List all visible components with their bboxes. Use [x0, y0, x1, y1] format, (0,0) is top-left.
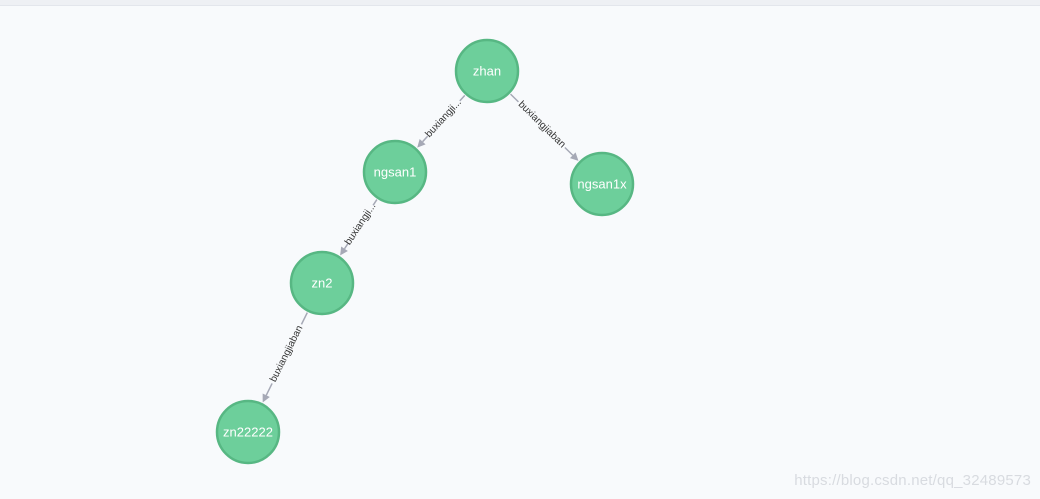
node-zn2[interactable]: zn2	[289, 250, 355, 316]
node-zn22222[interactable]: zn22222	[215, 399, 281, 465]
top-bar	[0, 0, 1040, 6]
edge-zhan-ngsan1[interactable]: buxiangji...	[417, 94, 466, 148]
watermark: https://blog.csdn.net/qq_32489573	[794, 472, 1031, 489]
edge-label: buxiangjiaban	[516, 99, 568, 150]
edge-line	[564, 146, 574, 156]
node-label: zn2	[312, 276, 333, 291]
node-zhan[interactable]: zhan	[454, 38, 520, 104]
edge-ngsan1-zn2[interactable]: buxiangji...	[340, 199, 378, 256]
edge-label: buxiangjiaban	[268, 324, 305, 384]
edge-line	[265, 383, 273, 396]
node-label: ngsan1x	[577, 177, 627, 192]
node-label: zn22222	[223, 425, 273, 440]
edge-label: buxiangji...	[343, 201, 378, 247]
node-circle[interactable]	[215, 399, 281, 465]
edge-line	[459, 94, 466, 102]
edge-arrowhead	[340, 246, 348, 256]
edge-zhan-ngsan1x[interactable]: buxiangjiaban	[510, 93, 579, 161]
edge-label: buxiangji...	[424, 97, 464, 140]
edge-line	[422, 135, 429, 143]
node-circle[interactable]	[362, 139, 428, 205]
node-circle[interactable]	[454, 38, 520, 104]
edge-arrowhead	[569, 152, 579, 161]
edges-layer: buxiangji... buxiangjiaban buxiangji... bux…	[262, 93, 579, 403]
edge-line	[343, 242, 349, 250]
edge-arrowhead	[417, 138, 426, 148]
node-ngsan1[interactable]: ngsan1	[362, 139, 428, 205]
node-circle[interactable]	[289, 250, 355, 316]
edge-line	[372, 199, 378, 206]
node-label: zhan	[473, 64, 501, 79]
node-label: ngsan1	[374, 165, 417, 180]
edge-arrowhead	[262, 393, 270, 403]
nodes-layer: zhan ngsan1 ngsan1x zn2 zn22222	[215, 38, 635, 465]
edge-line	[510, 93, 519, 103]
edge-line	[300, 312, 308, 325]
node-circle[interactable]	[569, 151, 635, 217]
edge-zn2-zn22222[interactable]: buxiangjiaban	[262, 312, 308, 403]
node-ngsan1x[interactable]: ngsan1x	[569, 151, 635, 217]
